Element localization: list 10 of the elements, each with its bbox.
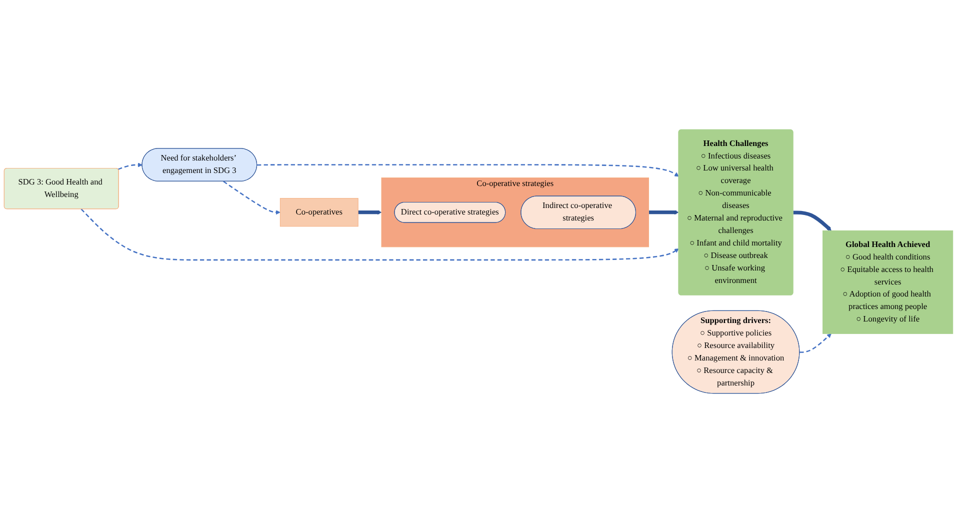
arrow [80,208,680,261]
node-box: Co-operatives [280,198,358,227]
arrow [223,180,280,215]
arrow [257,164,680,177]
arrow [800,333,832,353]
arrow [793,210,832,231]
arrow [648,210,679,215]
arrow [118,162,142,170]
node-box: Global Health Achieved ○ Good health conditions ○ Equitable access to health services ○ Adoption of good health practices among people ○ Longevity of life [822,230,954,334]
arrow [358,210,382,215]
